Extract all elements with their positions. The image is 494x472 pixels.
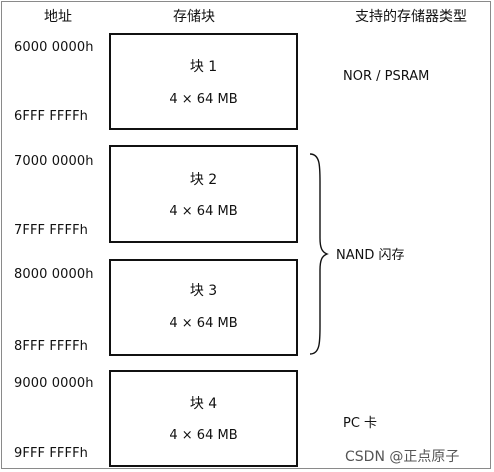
block4-end-address: 9FFF FFFFh — [14, 446, 88, 461]
block4-start-address: 9000 0000h — [14, 376, 94, 391]
block3-size: 4 × 64 MB — [169, 316, 238, 331]
block4-size: 4 × 64 MB — [169, 428, 238, 443]
watermark-text: CSDN @正点原子 — [345, 449, 460, 465]
block2-end-address: 7FFF FFFFh — [14, 223, 88, 238]
memory-block-2: 块 2 4 × 64 MB — [109, 145, 298, 243]
bank23-memory-type: NAND 闪存 — [336, 248, 405, 263]
block1-end-address: 6FFF FFFFh — [14, 109, 88, 124]
address-header: 地址 — [44, 9, 72, 25]
block3-start-address: 8000 0000h — [14, 267, 94, 282]
memory-block-4: 块 4 4 × 64 MB — [109, 370, 298, 467]
block3-end-address: 8FFF FFFFh — [14, 339, 88, 354]
memory-block-3: 块 3 4 × 64 MB — [109, 259, 298, 356]
block2-start-address: 7000 0000h — [14, 154, 94, 169]
bank1-memory-type: NOR / PSRAM — [343, 69, 430, 84]
block1-size: 4 × 64 MB — [169, 92, 238, 107]
memory-block-1: 块 1 4 × 64 MB — [109, 33, 298, 130]
block1-name: 块 1 — [189, 59, 218, 75]
block4-name: 块 4 — [189, 396, 218, 412]
curly-brace-icon — [309, 153, 329, 355]
block2-size: 4 × 64 MB — [169, 204, 238, 219]
bank4-memory-type: PC 卡 — [343, 416, 378, 431]
block2-name: 块 2 — [189, 172, 218, 188]
block1-start-address: 6000 0000h — [14, 40, 94, 55]
memory-type-header: 支持的存储器类型 — [355, 9, 467, 25]
block3-name: 块 3 — [189, 283, 218, 299]
block-header: 存储块 — [173, 9, 215, 25]
